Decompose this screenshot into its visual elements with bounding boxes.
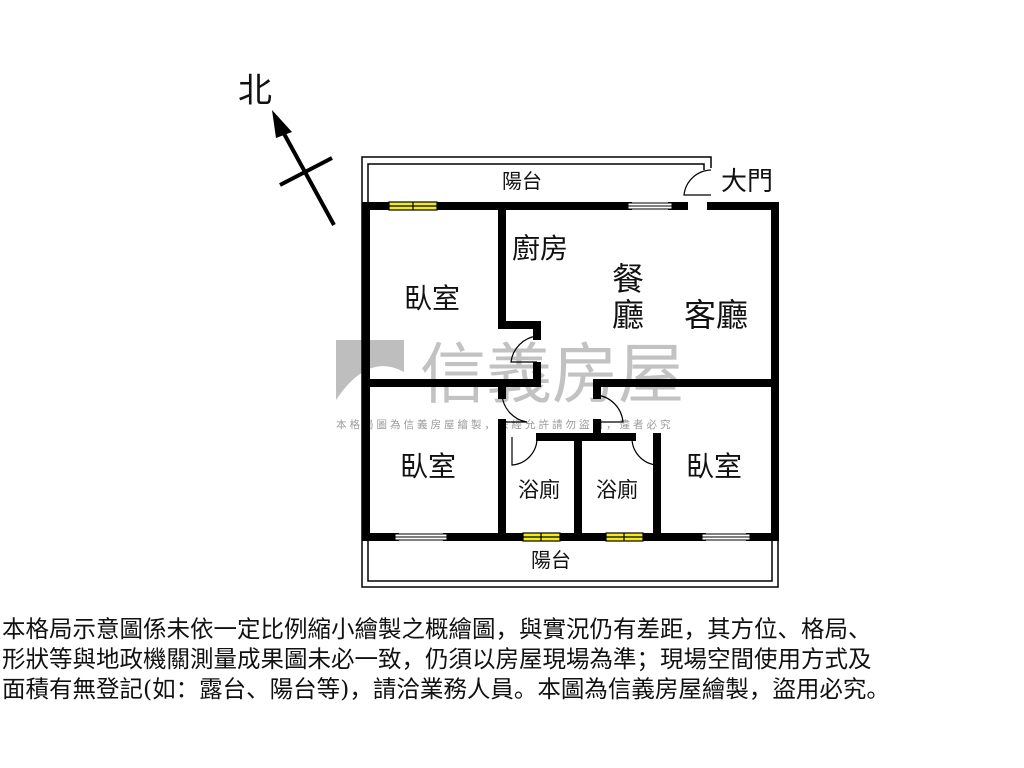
door-icon (510, 335, 538, 363)
door-icon (511, 436, 538, 466)
walls (362, 202, 779, 541)
bedroom-se-label: 臥室 (686, 450, 742, 483)
dining-label-2: 廳 (612, 296, 644, 334)
disclaimer-line: 本格局示意圖係未依一定比例縮小繪製之概繪圖，與實況仍有差距，其方位、格局、 (2, 615, 872, 643)
living-room-label: 客廳 (684, 296, 748, 334)
main-door-label: 大門 (721, 167, 773, 197)
bathroom-2-label: 浴廁 (596, 478, 638, 502)
bathroom-1-label: 浴廁 (518, 478, 560, 502)
bedroom-nw-label: 臥室 (404, 282, 460, 315)
kitchen-label: 廚房 (512, 232, 568, 265)
disclaimer-line: 面積有無登記(如：露台、陽台等)，請洽業務人員。本圖為信義房屋繪製，盜用必究。 (2, 675, 890, 703)
north-arrow-icon (272, 110, 336, 226)
door-icon (501, 394, 528, 423)
north-label: 北 (238, 71, 272, 111)
door-icon (596, 394, 624, 423)
door-arcs (501, 335, 658, 466)
balcony-top-label: 陽台 (502, 169, 542, 193)
windows (388, 201, 751, 542)
disclaimer: 本格局示意圖係未依一定比例縮小繪製之概繪圖，與實況仍有差距，其方位、格局、 形狀… (2, 614, 1022, 704)
floor-plan: 北 信義房屋 本格局圖為信義房屋繪製，未經允許請勿盜用，違者必究 (238, 71, 779, 588)
door-icon (631, 436, 658, 466)
main-door-icon (683, 169, 712, 196)
window-glass (394, 202, 751, 541)
dining-label-1: 餐 (612, 260, 644, 298)
window-yellow (388, 201, 644, 542)
bedroom-sw-label: 臥室 (400, 450, 456, 483)
disclaimer-line: 形狀等與地政機關測量成果圖未必一致，仍須以房屋現場為準；現場空間使用方式及 (2, 645, 872, 673)
watermark-brand: 信義房屋 (420, 337, 684, 411)
balcony-bottom-label: 陽台 (531, 548, 571, 572)
